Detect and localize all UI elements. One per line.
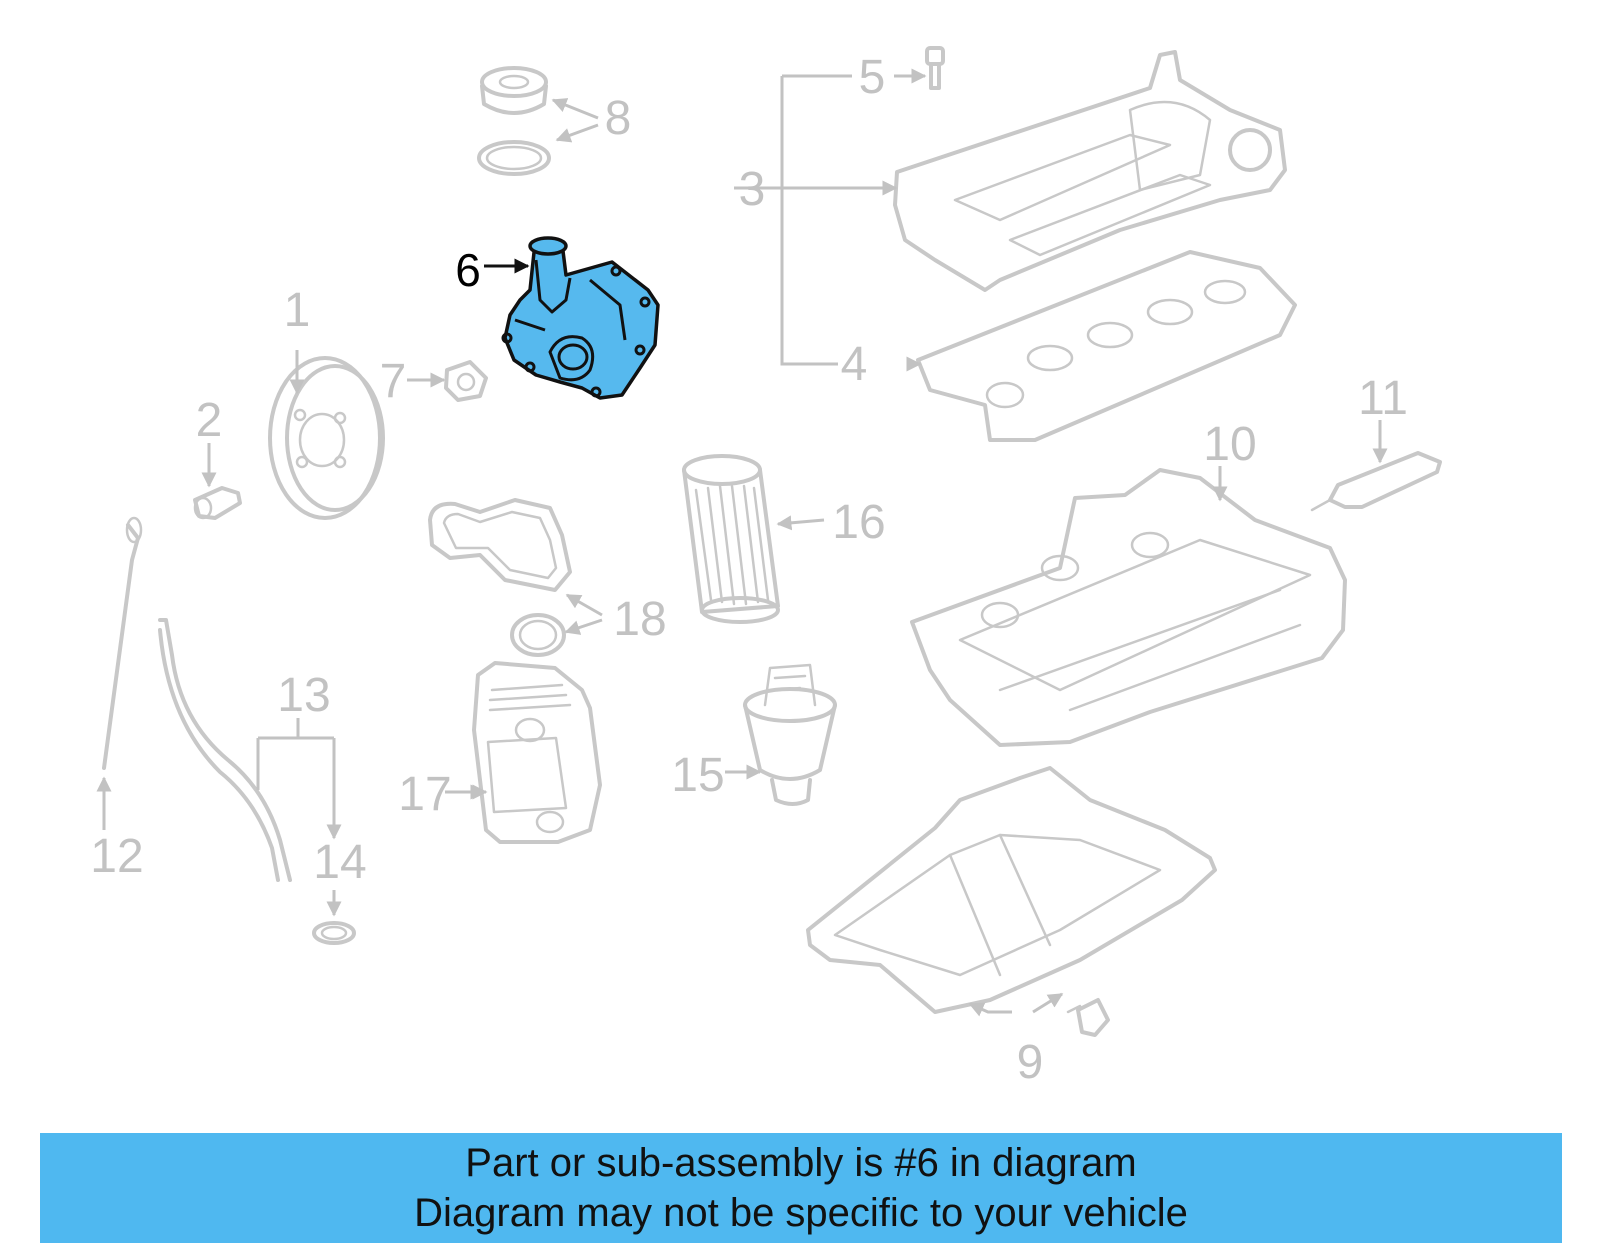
dipstick-part[interactable]: [102, 516, 143, 770]
callout-15: 15: [671, 749, 724, 802]
callout-13: 13: [277, 669, 330, 722]
callout-12: 12: [90, 830, 143, 883]
callout-17: 17: [398, 768, 451, 821]
callout-numbers: 1 2 3 4 5 6 7 8 9 10 11 12 13 14 15 16 1…: [90, 51, 1408, 1089]
valve-cover-gasket-part[interactable]: [916, 250, 1297, 442]
banner-line-1: Part or sub-assembly is #6 in diagram: [465, 1141, 1137, 1185]
info-banner: Part or sub-assembly is #6 in diagram Di…: [40, 1133, 1562, 1243]
callout-6: 6: [455, 244, 481, 296]
oil-filter-element-part[interactable]: [682, 454, 780, 624]
callout-2: 2: [196, 394, 223, 447]
callout-11: 11: [1358, 372, 1408, 425]
callout-10: 10: [1203, 418, 1256, 471]
pulley-part[interactable]: [268, 356, 385, 520]
callout-5: 5: [859, 51, 886, 104]
callout-7: 7: [380, 355, 407, 408]
dipstick-tube-part[interactable]: [158, 618, 292, 882]
oil-cooler-gasket-part[interactable]: [428, 498, 572, 657]
callout-18: 18: [613, 593, 666, 646]
callout-9: 9: [1017, 1036, 1044, 1089]
o-ring-part[interactable]: [312, 921, 356, 945]
banner-line-2: Diagram may not be specific to your vehi…: [414, 1191, 1188, 1235]
valve-cover-part[interactable]: [893, 50, 1287, 292]
oil-filler-cap-part[interactable]: [477, 66, 551, 176]
small-bolt-part[interactable]: [193, 486, 242, 520]
bolt-part[interactable]: [925, 46, 945, 90]
upper-oil-pan-part[interactable]: [910, 468, 1347, 747]
nut-part[interactable]: [444, 360, 488, 402]
highlighted-cover-part[interactable]: [501, 236, 660, 400]
oil-filter-housing-part[interactable]: [743, 663, 837, 806]
lower-oil-pan-part[interactable]: [806, 766, 1217, 1037]
callout-16: 16: [832, 496, 885, 549]
callout-8: 8: [605, 92, 632, 145]
parts-diagram: 1 2 3 4 5 6 7 8 9 10 11 12 13 14 15 16 1…: [90, 46, 1442, 1089]
callout-4: 4: [841, 338, 868, 391]
callout-14: 14: [313, 836, 366, 889]
oil-cooler-part[interactable]: [472, 661, 602, 844]
sealant-tube-part[interactable]: [1310, 451, 1442, 512]
callout-1: 1: [284, 284, 311, 337]
callout-3: 3: [739, 163, 766, 216]
leader-lines: [96, 68, 1388, 1017]
